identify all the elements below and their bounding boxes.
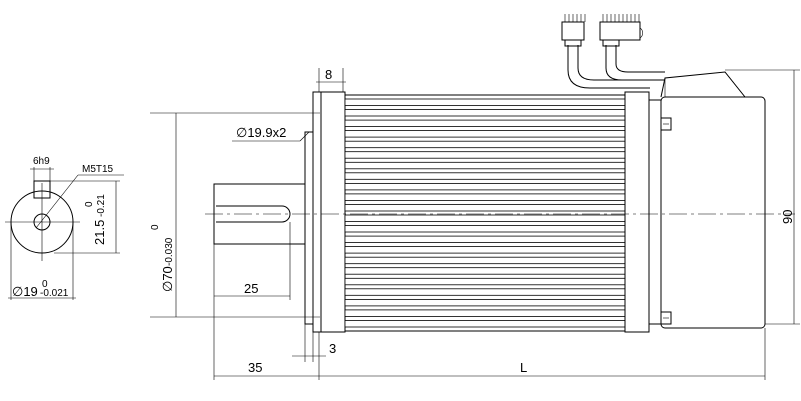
cooling-fin xyxy=(344,182,626,191)
cooling-fin xyxy=(344,309,626,317)
cooling-fin xyxy=(344,235,626,244)
cooling-fin xyxy=(344,119,626,127)
keyway xyxy=(216,205,291,223)
pilot-dia-tol-upper: 0 xyxy=(150,224,161,230)
cooling-fin xyxy=(344,109,626,117)
screw-top xyxy=(660,117,672,131)
step-diameter-label: ∅19.9x2 xyxy=(236,125,286,140)
body-length-label: L xyxy=(520,360,527,375)
side-view: 0 ∅70 -0.030 xyxy=(150,14,800,380)
thread-label: M5T15 xyxy=(82,164,114,175)
cooling-fin xyxy=(344,225,626,233)
cooling-fin xyxy=(344,214,626,222)
cooling-fin xyxy=(344,130,626,138)
pilot xyxy=(304,131,314,325)
shaft-dia-value: ∅19 xyxy=(12,284,38,299)
power-connector xyxy=(561,21,585,41)
cooling-fin xyxy=(344,193,626,201)
keyway-length-label: 25 xyxy=(244,281,258,296)
cooling-fin xyxy=(344,140,626,149)
key-height-dimension: 21.5 -0.21 0 xyxy=(84,194,107,245)
cooling-fin xyxy=(344,320,626,328)
cable-connectors xyxy=(561,14,643,47)
pilot-dia-value: ∅70 xyxy=(160,266,175,292)
front-view: 6h9 M5T15 21.5 -0.21 0 0 ∅19 -0.021 xyxy=(5,156,124,300)
key-height-value: 21.5 xyxy=(92,220,107,245)
power-cable xyxy=(567,45,650,89)
signal-cable xyxy=(605,45,665,81)
key-height-tol-lower: -0.21 xyxy=(96,194,107,217)
cooling-fin xyxy=(344,161,626,170)
cooling-fin xyxy=(344,277,626,286)
encoder-housing xyxy=(660,96,766,329)
pilot-dia-tol-lower: -0.030 xyxy=(164,237,175,266)
shaft-dia-tol-upper: 0 xyxy=(42,279,48,290)
key-height-tol-upper: 0 xyxy=(84,201,95,207)
flange-thickness-label: 8 xyxy=(325,67,332,82)
total-height-label: 90 xyxy=(780,210,795,224)
cooling-fin xyxy=(344,98,626,106)
cooling-fin xyxy=(344,204,626,212)
cooling-fin xyxy=(344,172,626,180)
pilot-depth-label: 3 xyxy=(329,341,336,356)
flange xyxy=(312,91,322,333)
key-width-label: 6h9 xyxy=(33,156,50,167)
cooling-fin xyxy=(344,267,626,275)
rear-plate xyxy=(648,99,662,325)
pilot-diameter-dimension: 0 ∅70 -0.030 xyxy=(150,224,175,292)
cooling-fin xyxy=(344,298,626,307)
cooling-fin xyxy=(344,288,626,296)
connector-hood xyxy=(660,71,746,98)
shaft-dia-tol-lower: -0.021 xyxy=(40,288,69,299)
cooling-fin xyxy=(344,246,626,254)
screw-bottom xyxy=(660,311,672,325)
shaft-length-label: 35 xyxy=(248,360,262,375)
cooling-fin xyxy=(344,256,626,265)
total-height-dimension: 90 xyxy=(780,210,795,224)
rear-cap xyxy=(624,91,650,333)
cooling-fin xyxy=(344,151,626,159)
front-cap xyxy=(320,91,346,333)
cooling-fins xyxy=(344,98,626,328)
signal-connector xyxy=(599,21,641,41)
